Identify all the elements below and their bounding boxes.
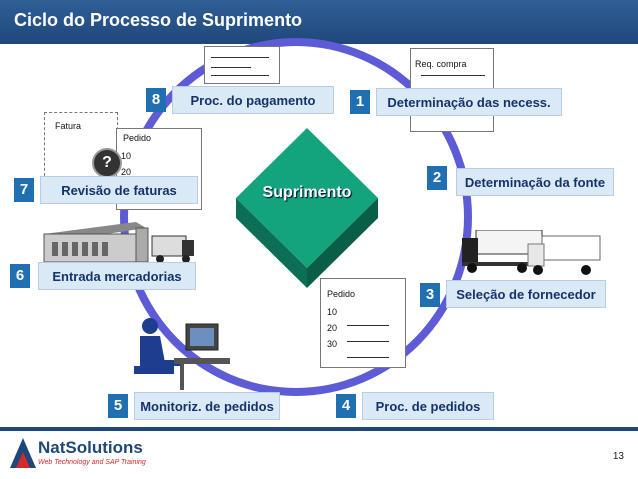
- purchase-order-document-icon: Pedido 10 20 30: [320, 278, 406, 368]
- po-line-30: 30: [327, 339, 338, 349]
- step-2-number: 2: [427, 166, 447, 190]
- page-number: 13: [612, 451, 624, 462]
- order-doc-label: Pedido: [123, 133, 152, 143]
- logo-name: NatSolutions: [38, 438, 143, 457]
- step-7-label: Revisão de faturas: [40, 176, 198, 204]
- center-label: Suprimento: [262, 184, 352, 201]
- diamond-shape: [236, 128, 378, 288]
- invoice-label: Fatura: [55, 121, 82, 131]
- logo-tagline: Web Technology and SAP Training: [38, 459, 146, 466]
- step-5-label: Monitoriz. de pedidos: [134, 392, 280, 420]
- step-2-label: Determinação da fonte: [456, 168, 614, 196]
- req-doc-label: Req. compra: [415, 59, 467, 69]
- payment-check-icon: [204, 46, 280, 84]
- process-cycle-ring: [120, 38, 472, 396]
- step-4-number: 4: [336, 394, 356, 418]
- natsolutions-logo: NatSolutions Web Technology and SAP Trai…: [10, 436, 146, 472]
- step-3-number: 3: [420, 283, 440, 307]
- step-5-number: 5: [108, 394, 128, 418]
- person-at-computer-icon: [134, 318, 230, 390]
- step-6-number: 6: [10, 264, 30, 288]
- step-1-label: Determinação das necess.: [376, 88, 562, 116]
- step-7-number: 7: [14, 178, 34, 202]
- po-doc-label: Pedido: [327, 289, 356, 299]
- warehouse-icon: [43, 222, 194, 263]
- center-diamond: Suprimento: [236, 128, 378, 288]
- footer-divider: [0, 427, 638, 431]
- po-line-20: 20: [327, 323, 338, 333]
- step-1-number: 1: [350, 90, 370, 114]
- step-4-label: Proc. de pedidos: [362, 392, 494, 420]
- po-line-10: 10: [327, 307, 338, 317]
- step-6-label: Entrada mercadorias: [38, 262, 196, 290]
- magnifier-question-icon: ?: [92, 148, 122, 178]
- step-8-number: 8: [146, 88, 166, 112]
- order-line-10: 10: [121, 151, 132, 161]
- title-bar: Ciclo do Processo de Suprimento: [0, 0, 638, 44]
- logo-mark-icon: [10, 438, 36, 468]
- step-3-label: Seleção de fornecedor: [446, 280, 606, 308]
- order-line-20: 20: [121, 167, 132, 177]
- page-title: Ciclo do Processo de Suprimento: [14, 10, 303, 30]
- step-8-label: Proc. do pagamento: [172, 86, 334, 114]
- trucks-icon: [462, 230, 601, 275]
